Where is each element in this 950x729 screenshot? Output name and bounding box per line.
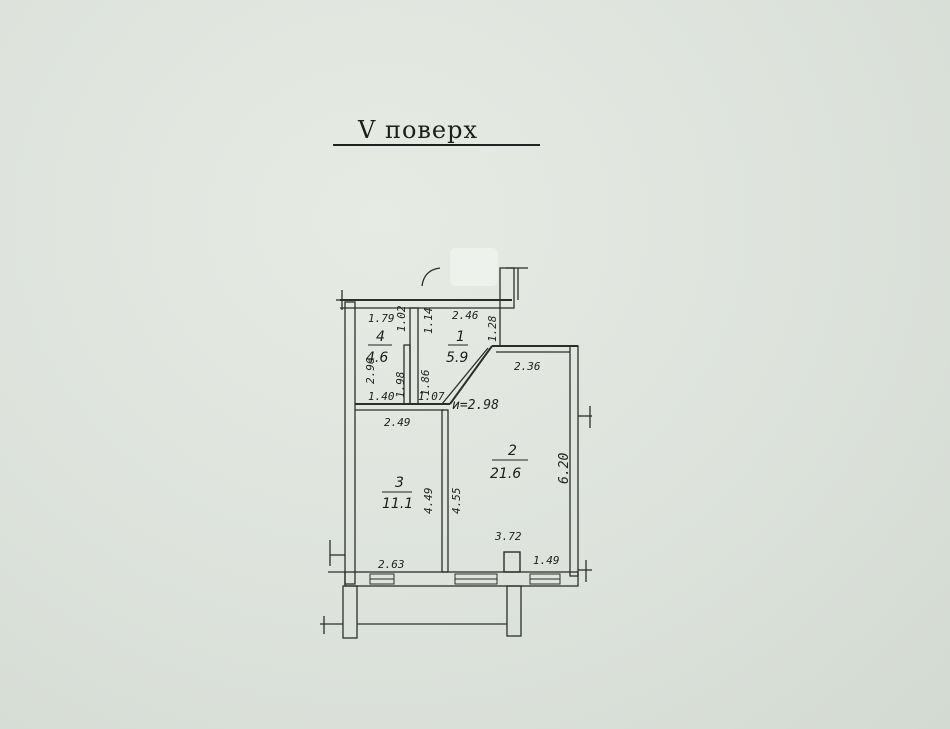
dim-296: 2.96 bbox=[364, 357, 377, 384]
dim-186: 1.86 bbox=[419, 369, 432, 396]
dim-198: 1.98 bbox=[394, 371, 407, 398]
dim-246: 2.46 bbox=[452, 309, 479, 322]
dim-diagonal: и=2.98 bbox=[452, 398, 499, 413]
svg-text:21.6: 21.6 bbox=[490, 466, 521, 482]
dim-449: 4.49 bbox=[422, 488, 435, 515]
dim-455: 4.55 bbox=[450, 488, 463, 515]
door-arc bbox=[421, 267, 441, 287]
dimension-labels: 1.79 1.02 1.14 2.46 1.28 2.36 2.96 1.98 … bbox=[364, 305, 572, 571]
dim-107: 1.07 bbox=[418, 390, 445, 403]
dim-114: 1.14 bbox=[422, 308, 435, 335]
interior-walls bbox=[355, 307, 521, 573]
room-4-label: 4 4.6 bbox=[366, 329, 392, 366]
dim-179: 1.79 bbox=[368, 312, 395, 325]
dim-236: 2.36 bbox=[514, 360, 541, 373]
redacted-mark bbox=[450, 248, 498, 286]
svg-text:4.6: 4.6 bbox=[366, 350, 388, 366]
dim-620: 6.20 bbox=[557, 453, 572, 484]
svg-text:2: 2 bbox=[508, 443, 517, 459]
floor-title: V поверх bbox=[357, 116, 478, 144]
dim-128: 1.28 bbox=[486, 315, 499, 342]
dim-149: 1.49 bbox=[533, 554, 560, 567]
svg-text:5.9: 5.9 bbox=[446, 350, 468, 366]
svg-text:1: 1 bbox=[456, 329, 465, 345]
dim-102: 1.02 bbox=[395, 305, 408, 332]
room-2-label: 2 21.6 bbox=[490, 443, 528, 482]
svg-text:11.1: 11.1 bbox=[382, 496, 413, 512]
svg-text:4: 4 bbox=[376, 329, 385, 345]
room-3-label: 3 11.1 bbox=[382, 475, 413, 512]
dim-249: 2.49 bbox=[384, 416, 411, 429]
dim-263: 2.63 bbox=[378, 558, 405, 571]
dim-140: 1.40 bbox=[368, 390, 395, 403]
svg-text:3: 3 bbox=[395, 475, 404, 491]
dim-372: 3.72 bbox=[494, 530, 522, 543]
outer-walls bbox=[320, 267, 592, 639]
room-1-label: 1 5.9 bbox=[446, 329, 468, 366]
